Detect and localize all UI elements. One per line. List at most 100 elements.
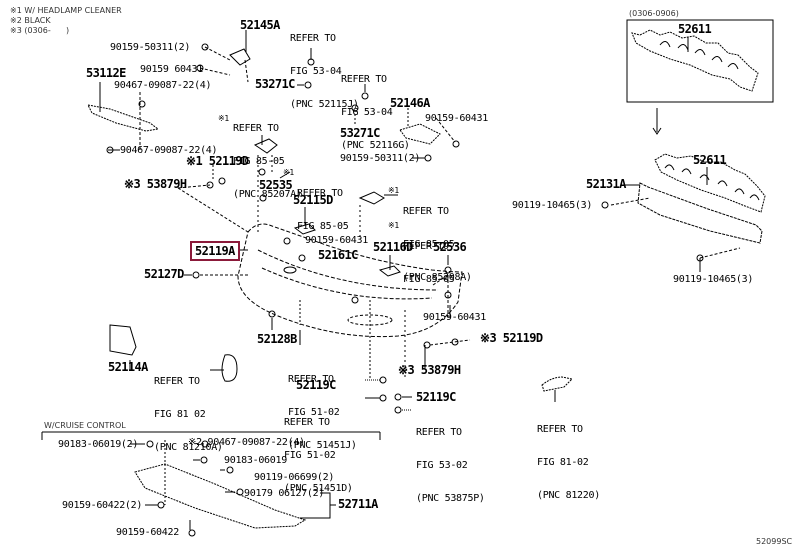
part-52536[interactable]: 52536 bbox=[433, 240, 467, 254]
reference-fig-85-05-85207A[interactable]: REFER TO FIG 85-05 (PNC 85207A) bbox=[233, 101, 302, 222]
part-53879H-2[interactable]: ※3 53879H bbox=[398, 363, 461, 377]
part-52119C-2[interactable]: 52119C bbox=[416, 390, 456, 404]
ref-line: REFER TO bbox=[403, 206, 449, 217]
part-52611-inset[interactable]: 52611 bbox=[678, 22, 712, 36]
ref-line: (PNC 51451D) bbox=[284, 483, 353, 494]
ref-line: REFER TO bbox=[403, 241, 449, 252]
part-90179-06127-2[interactable]: 90179 06127(2) bbox=[244, 488, 325, 499]
part-90467-09087-22-4-cruise[interactable]: ※2 90467-09087-22(4) bbox=[188, 437, 305, 448]
ref-line: FIG 85-05 bbox=[403, 274, 455, 285]
reference-fig-51-02-51451J[interactable]: REFER TO FIG 51-02 (PNC 51451J) bbox=[288, 352, 357, 473]
part-52127D[interactable]: 52127D bbox=[144, 267, 184, 281]
bracket-53112E bbox=[88, 105, 158, 131]
part-52116D[interactable]: 52116D bbox=[373, 240, 413, 254]
ref-line: REFER TO bbox=[341, 74, 387, 85]
plate-52114A bbox=[110, 325, 136, 355]
part-90119-10465-3[interactable]: 90119-10465(3) bbox=[512, 200, 593, 211]
ref-line: FIG 53-02 bbox=[416, 460, 468, 471]
ref-line: (PNC 85207A) bbox=[233, 189, 302, 200]
part-52711A[interactable]: 52711A bbox=[338, 497, 378, 511]
ref-note-prefix: ※1 bbox=[388, 186, 399, 195]
fastener-icons bbox=[106, 43, 704, 537]
reference-fig-81-02-81210A[interactable]: REFER TO FIG 81 02 (PNC 81210A) bbox=[154, 354, 223, 475]
ref-line: REFER TO bbox=[416, 427, 462, 438]
part-90159-60431-2[interactable]: 90159-60431 bbox=[425, 113, 488, 124]
cruise-bracket-52711A bbox=[135, 464, 305, 528]
part-52119D-2[interactable]: ※3 52119D bbox=[480, 331, 543, 345]
ref-line: FIG 51-02 bbox=[284, 450, 336, 461]
ref-line: (PNC 81210A) bbox=[154, 442, 223, 453]
part-53879H[interactable]: ※3 53879H bbox=[124, 177, 187, 191]
part-90159-60422-2[interactable]: 90159-60422(2) bbox=[62, 500, 143, 511]
part-53271C-2[interactable]: 53271C bbox=[340, 126, 380, 140]
part-52146A[interactable]: 52146A bbox=[390, 96, 430, 110]
part-52128B[interactable]: 52128B bbox=[257, 332, 297, 346]
ref-line: REFER TO bbox=[290, 33, 336, 44]
cruise-section-title: W/CRUISE CONTROL bbox=[44, 421, 126, 430]
part-52131A[interactable]: 52131A bbox=[586, 177, 626, 191]
part-90183-06019-2[interactable]: 90183-06019(2) bbox=[58, 439, 139, 450]
reference-fig-53-04-52116G[interactable]: REFER TO FIG 53-04 (PNC 52116G) bbox=[341, 52, 410, 173]
inset-frame bbox=[627, 20, 773, 102]
ref-line: FIG 85-05 bbox=[297, 221, 349, 232]
part-52119D[interactable]: ※1 52119D bbox=[186, 154, 249, 168]
ref-line: (PNC 52115J) bbox=[290, 99, 359, 110]
ref-line: REFER TO bbox=[284, 417, 330, 428]
reference-fig-53-02-53875P[interactable]: REFER TO FIG 53-02 (PNC 53875P) bbox=[416, 405, 485, 526]
part-90467-09087-22-4[interactable]: 90467-09087-22(4) bbox=[114, 80, 212, 91]
part-52611[interactable]: 52611 bbox=[693, 153, 727, 167]
ref-note-prefix: ※1 bbox=[388, 221, 399, 230]
part-90159-60422[interactable]: 90159-60422 bbox=[116, 527, 179, 538]
ref-line: (PNC 53875P) bbox=[416, 493, 485, 504]
ref-line: REFER TO bbox=[154, 376, 200, 387]
part-52115D[interactable]: 52115D bbox=[293, 193, 333, 207]
part-53271C[interactable]: 53271C bbox=[255, 77, 295, 91]
part-90119-06699-2[interactable]: 90119-06699(2) bbox=[254, 472, 335, 483]
reference-fig-51-02-51451D[interactable]: REFER TO FIG 51-02 (PNC 51451D) bbox=[284, 395, 353, 516]
ref-line: (PNC 51451J) bbox=[288, 440, 357, 451]
lower-bar-52131A bbox=[638, 183, 762, 243]
ref-note-prefix: ※1 bbox=[283, 168, 294, 177]
part-52535[interactable]: 52535 bbox=[259, 178, 293, 192]
part-90159-50311-2[interactable]: 90159-50311(2) bbox=[110, 42, 191, 53]
part-90159-60431-3[interactable]: 90159-60431 bbox=[305, 235, 368, 246]
inset-date-range: (0306-0906) bbox=[629, 9, 679, 18]
ref-line: REFER TO bbox=[537, 424, 583, 435]
reference-fig-81-02-81220[interactable]: REFER TO FIG 81-02 (PNC 81220) bbox=[537, 402, 600, 523]
ref-line: FIG 85-05 bbox=[233, 156, 285, 167]
part-52145A[interactable]: 52145A bbox=[240, 18, 280, 32]
legend-note-2: ※2 BLACK bbox=[10, 16, 51, 25]
inset-arrow bbox=[653, 108, 661, 134]
reference-fig-53-04-52115J[interactable]: REFER TO FIG 53-04 (PNC 52115J) bbox=[290, 11, 359, 132]
ref-line: (PNC 81220) bbox=[537, 490, 600, 501]
part-53112E[interactable]: 53112E bbox=[86, 66, 126, 80]
deflector-52611 bbox=[655, 154, 765, 212]
ref-line: FIG 81-02 bbox=[537, 457, 589, 468]
ref-line: FIG 85-05 bbox=[403, 239, 455, 250]
part-52119C[interactable]: 52119C bbox=[296, 378, 336, 392]
part-90119-10465-3-b[interactable]: 90119-10465(3) bbox=[673, 274, 754, 285]
legend-note-3: ※3 (0306- ) bbox=[10, 26, 70, 35]
ref-line: (PNC 52116G) bbox=[341, 140, 410, 151]
part-90159-60431[interactable]: 90159 60431 bbox=[140, 64, 203, 75]
part-90159-60431-4[interactable]: 90159-60431 bbox=[423, 312, 486, 323]
reference-fig-85-05-b[interactable]: REFER TO FIG 85-05 bbox=[403, 219, 455, 307]
ref-note-prefix: ※1 bbox=[218, 114, 229, 123]
reference-fig-85-05-a[interactable]: REFER TO FIG 85-05 bbox=[297, 166, 349, 254]
ref-line: REFER TO bbox=[233, 123, 279, 134]
bumper-cover bbox=[238, 224, 462, 337]
ref-line: FIG 53-04 bbox=[341, 107, 393, 118]
part-90183-06019[interactable]: 90183-06019 bbox=[224, 455, 287, 466]
ref-line: (PNC 85208A) bbox=[403, 272, 472, 283]
figure-code: 52099SC bbox=[756, 537, 793, 546]
part-90467-09087-22-4-lower[interactable]: 90467-09087-22(4) bbox=[120, 145, 218, 156]
ref-line: REFER TO bbox=[297, 188, 343, 199]
part-52161C[interactable]: 52161C bbox=[318, 248, 358, 262]
part-52114A[interactable]: 52114A bbox=[108, 360, 148, 374]
reference-fig-85-05-85208A[interactable]: REFER TO FIG 85-05 (PNC 85208A) bbox=[403, 184, 472, 305]
part-90159-50311-2-b[interactable]: 90159-50311(2) bbox=[340, 153, 421, 164]
highlighted-part-52119A[interactable]: 52119A bbox=[190, 241, 240, 261]
inset-deflector bbox=[632, 30, 758, 91]
